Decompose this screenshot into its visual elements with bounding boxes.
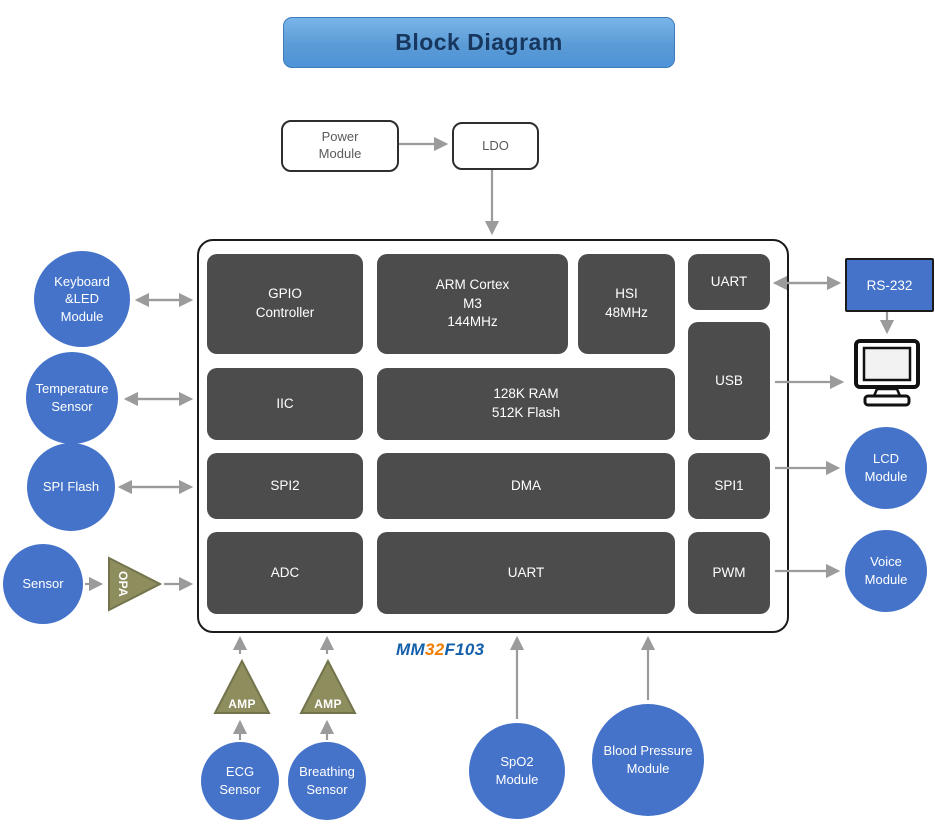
adc-block: ADC <box>207 532 363 614</box>
amp2-amplifier: AMP <box>298 658 358 716</box>
opa-triangle-icon <box>108 556 163 612</box>
sensor-node: Sensor <box>3 544 83 624</box>
spo2-module-node: SpO2 Module <box>469 723 565 819</box>
amp1-amplifier: AMP <box>212 658 272 716</box>
voice-module-node: Voice Module <box>845 530 927 612</box>
amp1-triangle-icon <box>213 658 271 714</box>
temperature-sensor-node: Temperature Sensor <box>26 352 118 444</box>
arm-cortex-block: ARM Cortex M3 144MHz <box>377 254 568 354</box>
spi-flash-node: SPI Flash <box>27 443 115 531</box>
rs232-box: RS-232 <box>845 258 934 312</box>
logo-part-32: 32 <box>424 640 445 659</box>
opa-label: OPA <box>116 570 131 598</box>
logo-part-f103: F103 <box>444 640 485 659</box>
uart-bottom-block: UART <box>377 532 675 614</box>
uart-top-block: UART <box>688 254 770 310</box>
amp2-triangle-icon <box>299 658 357 714</box>
opa-amplifier: OPA <box>107 555 163 613</box>
diagram-title: Block Diagram <box>283 17 675 68</box>
spi2-block: SPI2 <box>207 453 363 519</box>
logo-part-mm: MM <box>396 640 425 659</box>
mm32f103-logo: MM32F103 <box>396 640 484 660</box>
power-module-box: Power Module <box>281 120 399 172</box>
blood-pressure-module-node: Blood Pressure Module <box>592 704 704 816</box>
iic-block: IIC <box>207 368 363 440</box>
amp1-label: AMP <box>228 697 256 711</box>
pc-monitor-icon <box>853 338 921 410</box>
ram-flash-block: 128K RAM 512K Flash <box>377 368 675 440</box>
lcd-module-node: LCD Module <box>845 427 927 509</box>
gpio-controller-block: GPIO Controller <box>207 254 363 354</box>
ecg-sensor-node: ECG Sensor <box>201 742 279 820</box>
spi1-block: SPI1 <box>688 453 770 519</box>
dma-block: DMA <box>377 453 675 519</box>
usb-block: USB <box>688 322 770 440</box>
amp2-label: AMP <box>314 697 342 711</box>
pwm-block: PWM <box>688 532 770 614</box>
ldo-box: LDO <box>452 122 539 170</box>
hsi-block: HSI 48MHz <box>578 254 675 354</box>
keyboard-led-module-node: Keyboard &LED Module <box>34 251 130 347</box>
breathing-sensor-node: Breathing Sensor <box>288 742 366 820</box>
